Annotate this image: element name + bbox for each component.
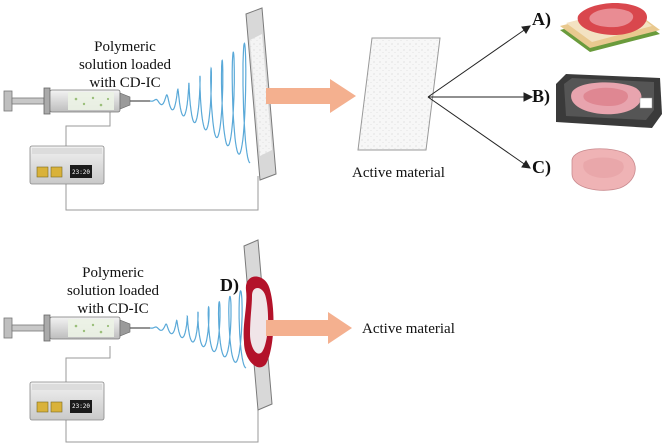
meat-in-tray-b [556, 74, 662, 128]
branch-lines [427, 25, 534, 169]
bottom-power-supply [29, 381, 105, 421]
label-d: D) [220, 275, 239, 295]
active-material-sheet [357, 37, 441, 151]
top-power-supply [29, 145, 105, 185]
top-solution-label-line2: solution loaded [78, 57, 172, 73]
top-wiring [65, 104, 259, 211]
top-syringe [3, 87, 150, 115]
bottom-solution-label-line3: with CD-IC [77, 301, 149, 317]
label-c: C) [532, 157, 551, 177]
meat-piece-c [571, 148, 636, 191]
bottom-arrow [266, 312, 352, 344]
top-solution-label: Polymeric solution loaded with CD-IC [70, 38, 180, 92]
top-jet [150, 42, 251, 164]
bottom-wiring [65, 346, 259, 443]
bottom-device-display: 23:20 [71, 403, 91, 410]
label-b: B) [532, 86, 550, 106]
top-output-label: Active material [352, 165, 445, 181]
bottom-solution-label-line2: solution loaded [66, 283, 160, 299]
bottom-syringe [3, 314, 150, 342]
meat-on-film-a [560, 2, 660, 52]
bottom-collector [243, 239, 274, 411]
bottom-jet [150, 289, 247, 369]
bottom-output-label: Active material [362, 321, 455, 337]
label-a: A) [532, 9, 551, 29]
bottom-solution-label: Polymeric solution loaded with CD-IC [58, 264, 168, 318]
top-solution-label-line3: with CD-IC [89, 75, 161, 91]
top-device-display: 23:20 [71, 169, 91, 176]
top-collector [245, 7, 277, 181]
bottom-solution-label-line1: Polymeric [82, 265, 144, 281]
top-arrow [266, 79, 356, 113]
top-solution-label-line1: Polymeric [94, 39, 156, 55]
